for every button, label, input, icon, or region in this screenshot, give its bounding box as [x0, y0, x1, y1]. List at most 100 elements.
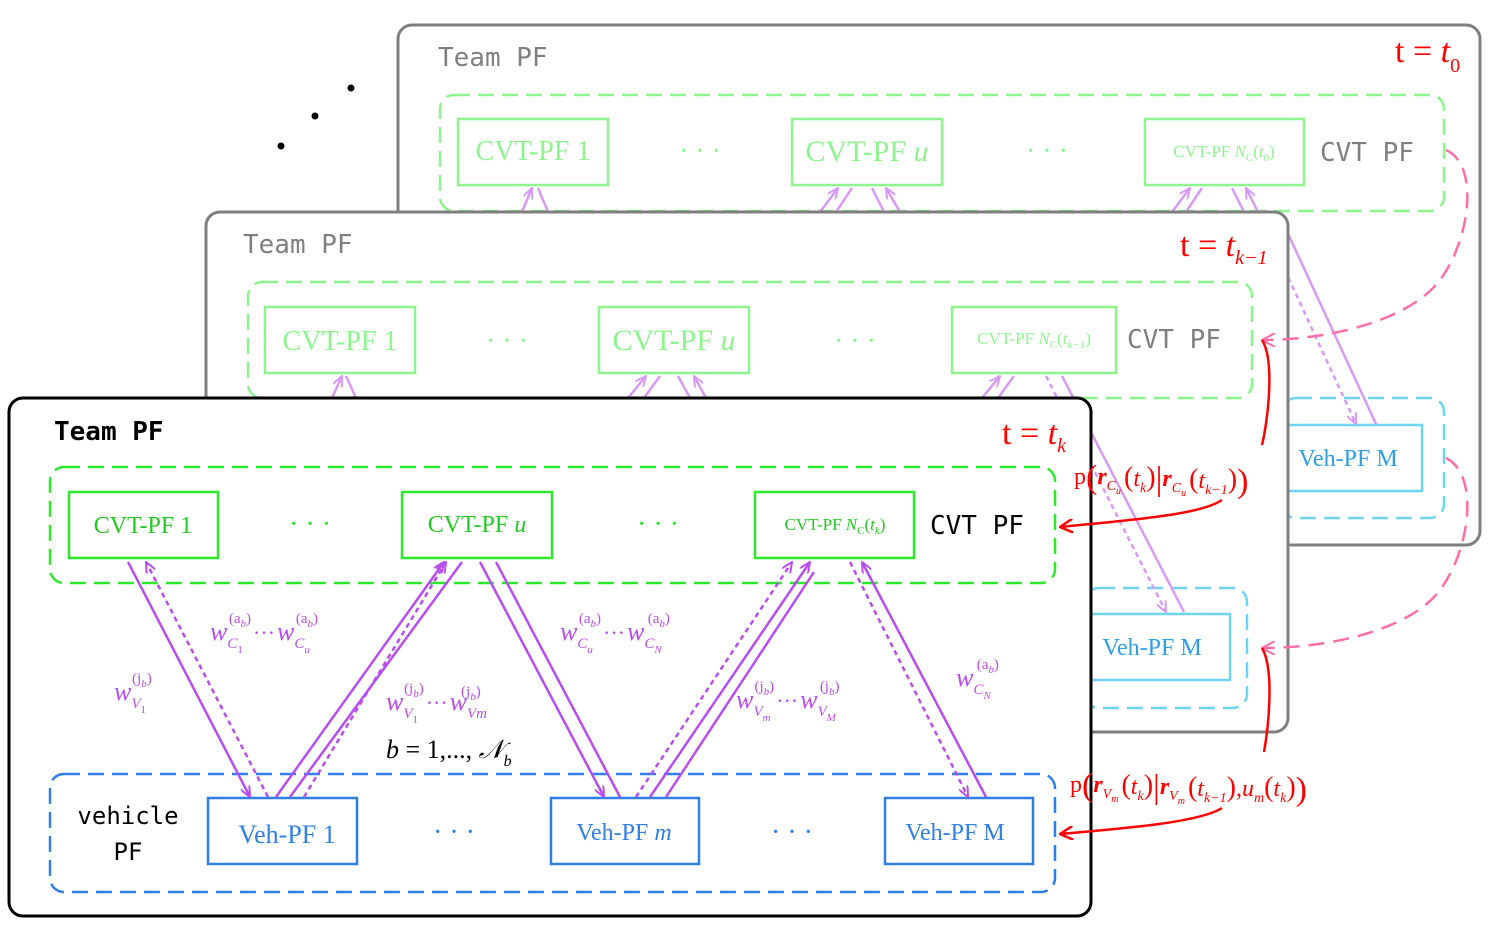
cvt-transition-label: p(rCu(tk)|rCu(tk−1))	[1074, 459, 1248, 500]
stub-arrow	[1244, 188, 1260, 213]
pink-dashed-arrow-veh	[1262, 456, 1469, 648]
frame-tk-cvt-pf-1	[67, 490, 220, 560]
frame-tk-1-title: Team PF	[243, 230, 353, 260]
weight-label-wV1: wV1(jb)	[114, 671, 152, 716]
transition-arrows-red	[1060, 339, 1271, 834]
weight-label-wVm-wVM: wVm(jb)···wVM(jb)	[736, 679, 839, 724]
dashed-arrow	[146, 562, 270, 798]
frame-tk-cvt-pf-n-label: CVT-PF NC(tk)	[785, 515, 886, 537]
dashed-arrow	[634, 562, 792, 798]
frame-tk-1-cvt-pf-n	[950, 305, 1118, 375]
stub-arrow	[344, 375, 358, 399]
frame-tk-1-cvt-pf-1-label: CVT-PF 1	[283, 326, 398, 357]
frame-tk-vehicle-group-label-line1: vehicle	[77, 802, 178, 830]
stub-arrow	[536, 187, 550, 213]
stub-arrow	[886, 188, 902, 213]
frame-t0-time: t = t0	[1395, 33, 1460, 77]
frame-tk-1-cvt-pf-1	[263, 305, 417, 375]
stub-arrow	[627, 376, 646, 399]
frame-tk-cvt-pf-u	[400, 490, 554, 560]
frame-t0-ellipsis-2: · · ·	[1026, 136, 1068, 167]
pink-dashed-arrow-cvt	[1262, 148, 1469, 340]
weight-label-wCN: wCN(ab)	[956, 657, 999, 702]
frame-t0-cvt-pf-u	[790, 117, 944, 187]
stub-arrow	[1184, 187, 1204, 213]
frame-tk-title: Team PF	[54, 417, 164, 447]
solid-arrow	[664, 571, 816, 798]
frame-t0-cvt-pf-n	[1143, 117, 1306, 187]
frame-tk-1-cvt-group-label: CVT PF	[1127, 325, 1221, 355]
frame-t0-cvt-pf-1	[456, 117, 610, 187]
stub-arrow	[870, 187, 886, 213]
frame-tk-1-veh-pf-M-label: Veh-PF M	[1102, 635, 1201, 661]
stub-arrow	[996, 375, 1016, 399]
solid-arrow	[494, 561, 622, 798]
frame-t0-cvt-pf-1-label: CVT-PF 1	[476, 136, 591, 167]
frame-t0-veh-pf-M-label: Veh-PF M	[1298, 446, 1397, 472]
frame-tk-veh-pf-1-label: Veh-PF 1	[238, 820, 336, 849]
stub-arrow	[676, 375, 692, 399]
frame-t0-cvt-pf-n-label: CVT-PF NC(t0)	[1173, 142, 1275, 164]
dashed-arrow	[848, 561, 970, 797]
red-arrow-veh	[1060, 647, 1271, 834]
red-arrow-cvt	[1060, 339, 1271, 527]
stub-arrow	[520, 188, 532, 213]
weight-label-wC1-wCu: wC1(ab)···wCu(ab)	[210, 611, 318, 656]
frame-tk-ellipsis-1: · · ·	[289, 509, 331, 540]
stack-ellipsis	[277, 84, 355, 150]
stub-arrow	[834, 187, 854, 213]
frame-t0-veh-pf-M	[1284, 423, 1424, 493]
weight-label-wV1-wVm: wV1(jb)···wVm(jb)	[386, 681, 487, 726]
frame-tk-cvt-pf-u-label: CVT-PF u	[428, 512, 526, 538]
stub-arrow	[1230, 187, 1246, 213]
frame-tk-cvt-group-label: CVT PF	[930, 511, 1024, 541]
weight-label-wCu-wCN: wCu(ab)···wCN(ab)	[560, 611, 670, 656]
solid-arrow	[1276, 211, 1378, 425]
frame-tk-1-cvt-pf-u-label: CVT-PF u	[612, 324, 735, 357]
frame-tk: Team PF t = tk CVT-PF 1 · · · CVT-PF u ·…	[7, 396, 1093, 918]
frame-tk-1-ellipsis-1: · · ·	[486, 326, 528, 357]
frame-tk-1-cvt-pf-u	[597, 305, 751, 375]
stub-arrow	[819, 188, 838, 213]
stub-arrow	[981, 376, 1000, 399]
solid-arrow	[862, 562, 988, 798]
frame-tk-veh-ellipsis-2: · · ·	[771, 817, 813, 848]
transition-arrows-pink	[1262, 148, 1469, 648]
frame-tk-veh-pf-m	[549, 796, 701, 866]
frame-tk-veh-pf-m-label: Veh-PF m	[576, 820, 671, 846]
frame-tk-1-cvt-pf-n-label: CVT-PF NC(tk−1)	[977, 329, 1091, 351]
frame-tk-1-time: t = tk−1	[1180, 227, 1267, 269]
frame-tk-message-arrows	[126, 561, 988, 798]
frame-t0-cvt-pf-u-label: CVT-PF u	[805, 135, 928, 168]
frame-t0-stub-arrows	[520, 187, 1260, 213]
solid-arrow	[274, 562, 444, 798]
frame-tk-cvt-pf-1-label: CVT-PF 1	[94, 513, 192, 539]
stub-arrow	[694, 376, 708, 399]
frame-tk-1-stub-arrows	[330, 375, 1016, 399]
solid-arrow	[648, 562, 810, 798]
stack-dot	[347, 84, 355, 92]
frame-tk-veh-pf-M	[883, 796, 1035, 866]
solid-arrow	[126, 561, 250, 797]
frame-t0-ellipsis-1: · · ·	[679, 136, 721, 167]
veh-transition-label: p(rVm(tk)|rVm(tk−1),um(tk))	[1070, 767, 1307, 808]
dashed-arrow	[302, 562, 446, 798]
frame-tk-ellipsis-2: · · ·	[637, 509, 679, 540]
frame-tk-1-veh-pf-M	[1084, 612, 1232, 682]
frame-tk-weight-labels: wC1(ab)···wCu(ab) wCu(ab)···wCN(ab) wV1(…	[114, 611, 999, 726]
stub-arrow	[330, 376, 344, 399]
frame-tk-time: t = tk	[1002, 415, 1067, 457]
frame-tk-veh-pf-1	[206, 796, 359, 866]
frame-t0-title: Team PF	[438, 43, 548, 73]
frame-tk-cvt-pf-n	[753, 490, 916, 560]
stub-arrow	[1171, 188, 1190, 213]
dashed-arrow	[1044, 375, 1168, 612]
frame-tk-1-ellipsis-2: · · ·	[834, 326, 876, 357]
stack-dot	[311, 112, 319, 120]
stub-arrow	[642, 375, 662, 399]
frame-tk-vehicle-group-label-line2: PF	[114, 838, 143, 866]
frame-t0-cvt-group-label: CVT PF	[1320, 138, 1414, 168]
frame-tk-veh-ellipsis-1: · · ·	[433, 817, 475, 848]
